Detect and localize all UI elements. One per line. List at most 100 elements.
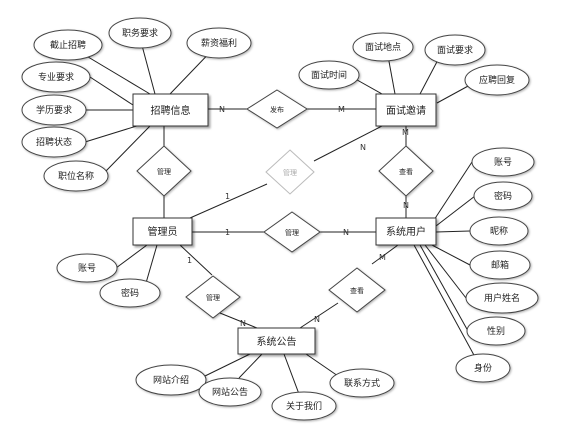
line-recruit-title bbox=[104, 125, 151, 173]
attribute-recruit-major[interactable]: 专业要求 bbox=[21, 61, 91, 93]
relationship-publish[interactable]: 发布 bbox=[246, 89, 308, 129]
relationship-view-announce-label: 查看 bbox=[350, 286, 364, 295]
svg-text:面试地点: 面试地点 bbox=[365, 41, 401, 53]
svg-text:薪资福利: 薪资福利 bbox=[201, 37, 237, 49]
relationship-view-announce[interactable]: 查看 bbox=[328, 267, 386, 313]
attribute-recruit-education[interactable]: 学历要求 bbox=[21, 94, 87, 126]
svg-text:昵称: 昵称 bbox=[490, 225, 508, 237]
line-manage-interview-interview bbox=[313, 125, 383, 162]
attribute-admin-password[interactable]: 密码 bbox=[99, 278, 161, 308]
attribute-admin-account[interactable]: 账号 bbox=[56, 253, 118, 283]
line-interview-place bbox=[387, 55, 396, 95]
svg-text:账号: 账号 bbox=[78, 263, 96, 274]
line-admin-manage-announce bbox=[179, 244, 213, 276]
line-admin-manage-interview bbox=[189, 183, 268, 219]
attribute-interview-reply[interactable]: 应聘回复 bbox=[464, 64, 530, 96]
svg-text:联系方式: 联系方式 bbox=[344, 377, 380, 389]
card-view-user: N bbox=[403, 201, 409, 210]
line-announce-about bbox=[283, 353, 300, 395]
svg-text:账号: 账号 bbox=[494, 157, 512, 168]
card-admin-manage-user: 1 bbox=[225, 228, 230, 237]
relationship-manage-user[interactable]: 管理 bbox=[263, 211, 321, 253]
relationship-manage-announce[interactable]: 管理 bbox=[185, 275, 241, 319]
attribute-interview-place[interactable]: 面试地点 bbox=[352, 32, 414, 62]
card-publish-interview: M bbox=[338, 105, 345, 114]
attribute-user-password[interactable]: 密码 bbox=[473, 181, 533, 211]
line-announce-notice bbox=[238, 353, 263, 379]
line-user-name bbox=[424, 244, 467, 299]
svg-text:网站公告: 网站公告 bbox=[212, 386, 248, 398]
line-admin-password bbox=[145, 244, 158, 284]
line-announce-intro bbox=[204, 353, 251, 377]
svg-text:性别: 性别 bbox=[487, 325, 505, 337]
attribute-announce-about[interactable]: 关于我们 bbox=[271, 391, 337, 421]
line-manage-announce-announce bbox=[214, 310, 258, 329]
relationship-manage-recruit-label: 管理 bbox=[157, 167, 171, 176]
line-admin-account bbox=[115, 244, 148, 269]
attribute-recruit-salary[interactable]: 薪资福利 bbox=[186, 27, 252, 59]
attribute-interview-requirement[interactable]: 面试要求 bbox=[424, 34, 486, 66]
attribute-user-account[interactable]: 账号 bbox=[471, 147, 535, 177]
attribute-user-email[interactable]: 邮箱 bbox=[469, 250, 531, 280]
attribute-recruit-status[interactable]: 招聘状态 bbox=[21, 126, 87, 158]
relationship-publish-label: 发布 bbox=[270, 105, 284, 114]
entity-user[interactable]: 系统用户 bbox=[375, 217, 437, 246]
entity-admin-label: 管理员 bbox=[148, 225, 178, 238]
attribute-announce-notice[interactable]: 网站公告 bbox=[198, 377, 262, 407]
line-user-email bbox=[429, 243, 471, 266]
entity-admin[interactable]: 管理员 bbox=[132, 217, 193, 246]
line-interview-reply bbox=[436, 84, 471, 104]
card-admin-manage-interview: 1 bbox=[225, 192, 230, 201]
card-manage-user-user: N bbox=[343, 228, 349, 237]
attribute-recruit-deadline[interactable]: 截止招聘 bbox=[33, 29, 103, 61]
svg-text:邮箱: 邮箱 bbox=[491, 259, 509, 271]
entity-user-label: 系统用户 bbox=[386, 225, 426, 238]
attribute-user-nickname[interactable]: 昵称 bbox=[469, 216, 529, 246]
attribute-user-gender[interactable]: 性别 bbox=[466, 316, 526, 346]
entity-interview-label: 面试邀请 bbox=[386, 104, 426, 117]
relationship-manage-recruit[interactable]: 管理 bbox=[136, 145, 192, 197]
svg-text:职务要求: 职务要求 bbox=[122, 27, 158, 39]
entity-interview[interactable]: 面试邀请 bbox=[375, 93, 437, 127]
svg-text:面试时间: 面试时间 bbox=[311, 69, 347, 81]
attribute-user-name[interactable]: 用户姓名 bbox=[465, 282, 539, 314]
entity-announcement[interactable]: 系统公告 bbox=[237, 327, 316, 355]
line-view-announce-announce bbox=[299, 302, 339, 329]
line-recruit-status bbox=[84, 124, 141, 143]
card-user-view-announce: M bbox=[379, 253, 386, 262]
card-view-announce-announce: N bbox=[314, 315, 320, 324]
entity-recruitment-label: 招聘信息 bbox=[151, 104, 191, 117]
svg-text:职位名称: 职位名称 bbox=[58, 170, 94, 182]
svg-text:招聘状态: 招聘状态 bbox=[36, 136, 72, 148]
relationship-view-interview[interactable]: 查看 bbox=[378, 145, 434, 197]
attribute-announce-contact[interactable]: 联系方式 bbox=[329, 368, 395, 398]
card-interview-view: M bbox=[402, 128, 409, 137]
attribute-announce-intro[interactable]: 网站介绍 bbox=[135, 364, 207, 396]
relationship-view-interview-label: 查看 bbox=[399, 167, 413, 176]
attribute-user-identity[interactable]: 身份 bbox=[455, 353, 511, 383]
line-user-account bbox=[433, 161, 473, 221]
svg-text:应聘回复: 应聘回复 bbox=[479, 74, 515, 86]
svg-text:面试要求: 面试要求 bbox=[437, 44, 473, 56]
svg-text:学历要求: 学历要求 bbox=[36, 104, 72, 116]
svg-text:网站介绍: 网站介绍 bbox=[153, 374, 189, 386]
card-manage-interview-interview: N bbox=[360, 143, 366, 152]
relationship-manage-announce-label: 管理 bbox=[206, 293, 220, 302]
relationship-manage-interview-label: 管理 bbox=[283, 168, 297, 177]
attribute-interview-time[interactable]: 面试时间 bbox=[298, 60, 360, 90]
svg-text:截止招聘: 截止招聘 bbox=[50, 39, 86, 51]
relationship-manage-interview[interactable]: 管理 bbox=[265, 149, 315, 195]
card-manage-announce-announce: N bbox=[240, 319, 246, 328]
svg-text:身份: 身份 bbox=[474, 362, 492, 374]
attribute-recruit-title[interactable]: 职位名称 bbox=[43, 160, 109, 192]
attribute-recruit-duty[interactable]: 职务要求 bbox=[108, 17, 172, 49]
svg-text:用户姓名: 用户姓名 bbox=[484, 292, 520, 304]
svg-text:密码: 密码 bbox=[494, 190, 512, 202]
line-user-view-announce bbox=[371, 244, 399, 265]
entity-announcement-label: 系统公告 bbox=[257, 335, 297, 348]
entity-recruitment[interactable]: 招聘信息 bbox=[132, 93, 209, 127]
card-admin-manage-announce: 1 bbox=[187, 256, 192, 265]
svg-text:专业要求: 专业要求 bbox=[38, 71, 74, 83]
